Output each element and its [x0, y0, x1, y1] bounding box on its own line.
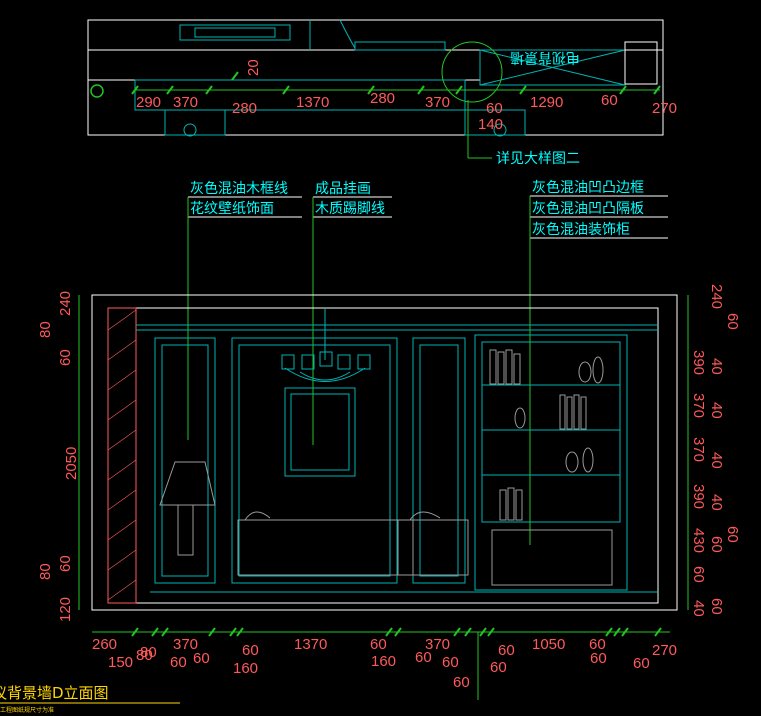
right-dim: 370 — [690, 437, 707, 462]
bottom-dim: 60 — [453, 674, 470, 691]
callouts: 灰色混油木框线 花纹壁纸饰面 成品挂画 木质踢脚线 灰色混油凹凸边框 灰色混油凹… — [190, 179, 644, 238]
plan-text-tv: 电视背景墙 — [510, 49, 580, 65]
plan-dim: 140 — [478, 116, 503, 133]
left-dim: 240 — [57, 291, 74, 316]
drawing-title: 议背景墙D立面图 — [0, 684, 109, 702]
right-dim: 40 — [708, 402, 725, 419]
callout-middle-2: 木质踢脚线 — [315, 201, 385, 217]
plan-ticks — [131, 71, 661, 95]
plan-dim: 1370 — [296, 94, 329, 111]
bottom-dim: 1370 — [294, 636, 327, 653]
callout-left-2: 花纹壁纸饰面 — [190, 201, 274, 217]
plan-dim: 290 — [136, 94, 161, 111]
right-dim: 40 — [708, 452, 725, 469]
bottom-dim: 1050 — [532, 636, 565, 653]
plan-dim: 370 — [425, 94, 450, 111]
right-dim: 390 — [690, 350, 707, 375]
callout-middle-1: 成品挂画 — [315, 181, 371, 197]
plan-dim: 370 — [173, 94, 198, 111]
right-dim: 40 — [708, 494, 725, 511]
bottom-dim: 60 — [589, 636, 606, 653]
bottom-dim: 80 — [136, 647, 153, 664]
plan-dim: 1290 — [530, 94, 563, 111]
bottom-ticks — [131, 627, 662, 637]
bottom-dim: 160 — [233, 660, 258, 677]
bottom-dim: 370 — [173, 636, 198, 653]
drawing-subtitle: 工程图纸规尺寸为准 — [0, 706, 54, 714]
bottom-dim: 80 — [140, 644, 157, 661]
bottom-dim: 270 — [652, 642, 677, 659]
bottom-dim: 60 — [193, 650, 210, 667]
bottom-dim: 60 — [170, 654, 187, 671]
left-dimensions: 240 80 60 2050 80 60 120 — [37, 291, 80, 622]
left-dim: 80 — [37, 321, 54, 338]
bottom-dim: 60 — [490, 659, 507, 676]
bottom-dim: 60 — [633, 655, 650, 672]
bottom-dim: 260 — [92, 636, 117, 653]
right-dim: 370 — [690, 393, 707, 418]
right-dim: 40 — [708, 358, 725, 375]
right-dim: 240 — [708, 284, 725, 309]
right-dim: 40 — [690, 600, 707, 617]
right-dim: 60 — [708, 536, 725, 553]
plan-dim: 280 — [232, 100, 257, 117]
plan-dim: 270 — [652, 100, 677, 117]
right-dim: 390 — [690, 484, 707, 509]
plan-dim: 60 — [486, 100, 503, 117]
right-dim: 60 — [724, 526, 741, 543]
left-dim: 120 — [57, 597, 74, 622]
right-dim: 430 — [690, 528, 707, 553]
callout-leaders — [187, 195, 668, 545]
callout-right-3: 灰色混油装饰柜 — [532, 221, 630, 238]
bottom-dim: 60 — [498, 642, 515, 659]
bottom-dim: 60 — [242, 642, 259, 659]
bottom-dim: 60 — [370, 636, 387, 653]
plan-view — [87, 19, 664, 159]
left-dim: 60 — [57, 349, 74, 366]
bottom-dim: 150 — [108, 654, 133, 671]
plan-dimensions: 290 370 280 1370 280 370 60 1290 60 270 … — [136, 59, 677, 133]
right-dim: 60 — [724, 313, 741, 330]
elevation — [91, 294, 678, 611]
callout-right-2: 灰色混油凹凸隔板 — [532, 200, 644, 217]
detail-reference: 详见大样图二 — [496, 151, 580, 167]
right-dimensions: 240 60 390 40 370 40 370 40 390 40 430 6… — [690, 284, 741, 617]
right-dim: 60 — [690, 566, 707, 583]
plan-dim: 60 — [601, 92, 618, 109]
callout-left-1: 灰色混油木框线 — [190, 180, 288, 197]
left-dim: 2050 — [63, 447, 80, 480]
plan-dim: 280 — [370, 90, 395, 107]
bottom-dim: 60 — [415, 649, 432, 666]
callout-right-1: 灰色混油凹凸边框 — [532, 179, 644, 196]
plan-dim-vertical: 20 — [245, 59, 262, 76]
bottom-dim: 370 — [425, 636, 450, 653]
left-dim: 80 — [37, 563, 54, 580]
bottom-dim: 160 — [371, 653, 396, 670]
bottom-dim: 60 — [590, 650, 607, 667]
bottom-dimensions: 260 80 370 60 1370 60 370 60 60 1050 60 … — [92, 636, 677, 691]
bottom-dim: 60 — [442, 654, 459, 671]
right-dim: 60 — [708, 598, 725, 615]
left-dim: 60 — [57, 555, 74, 572]
